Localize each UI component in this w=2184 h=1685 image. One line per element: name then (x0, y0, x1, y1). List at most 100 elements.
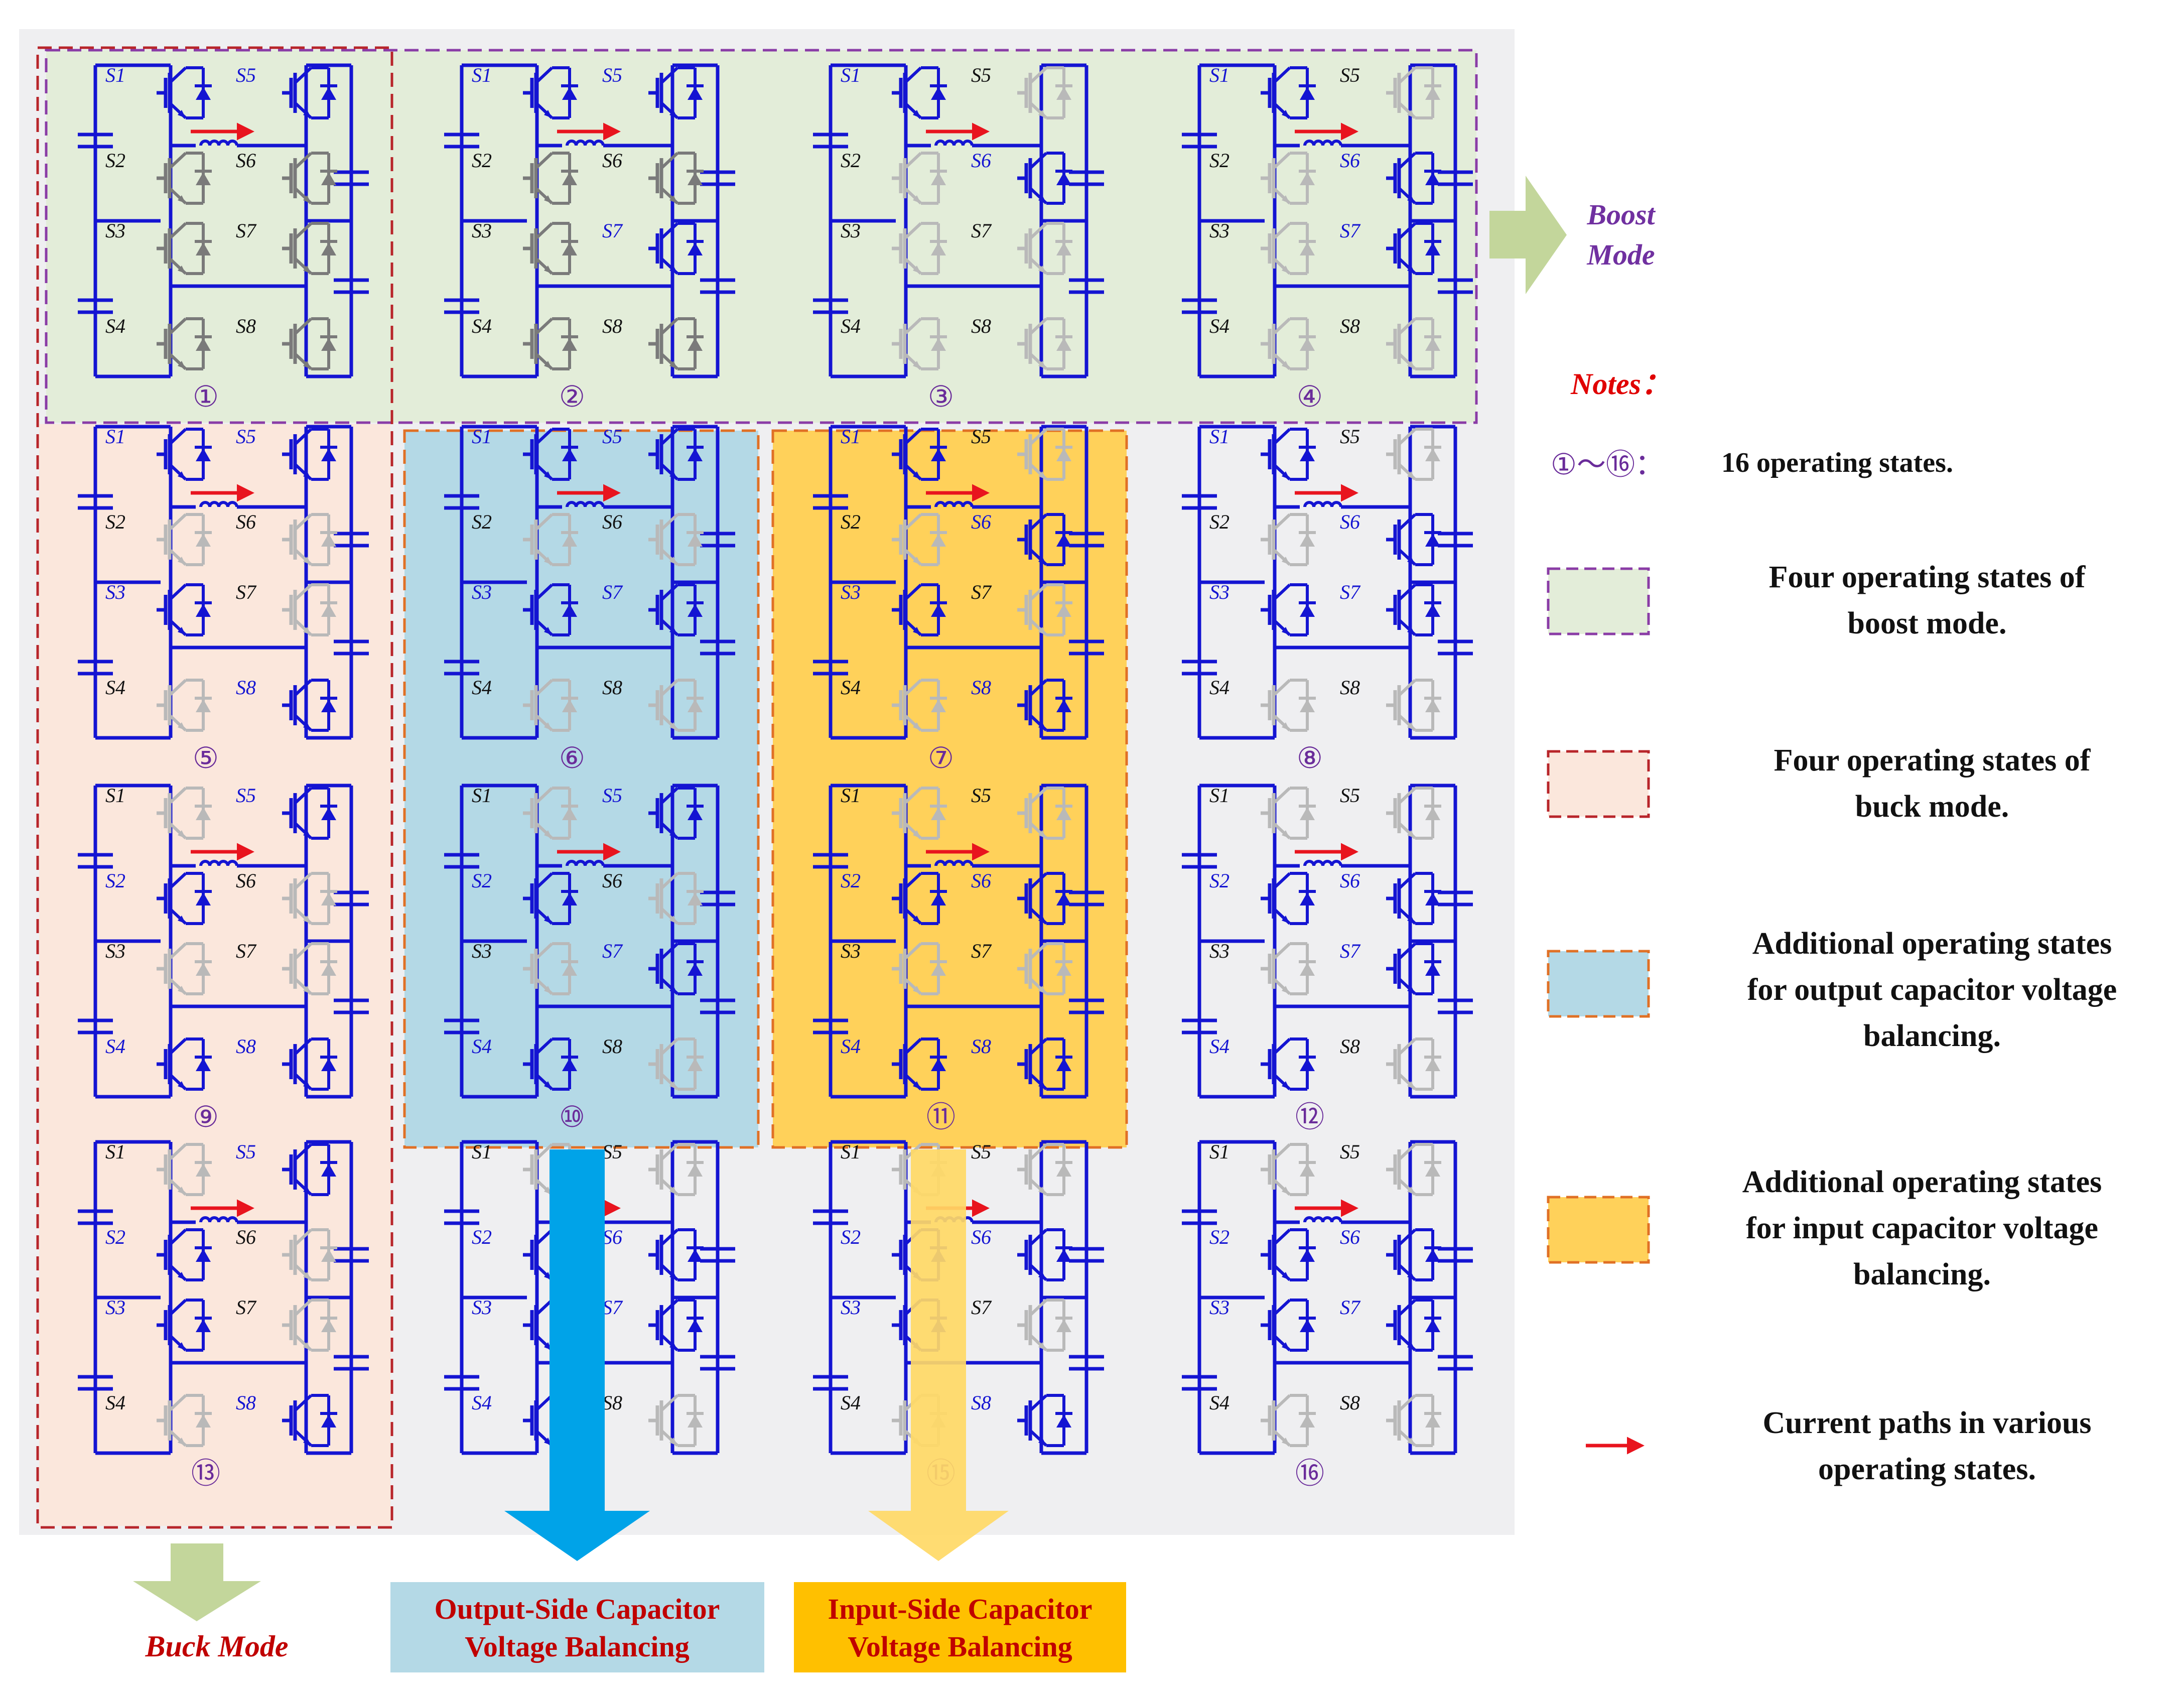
notes-title: Notes： (1570, 367, 1671, 401)
switch-label-s3: S3 (1209, 581, 1230, 603)
switch-label-s5: S5 (1340, 425, 1360, 448)
buck-mode-label: Buck Mode (145, 1630, 289, 1663)
switch-label-s3: S3 (472, 1296, 492, 1319)
switch-label-s7: S7 (236, 1296, 257, 1319)
switch-label-s7: S7 (971, 940, 992, 962)
switch-label-s4: S4 (472, 676, 492, 699)
switch-label-s3: S3 (105, 219, 125, 242)
switch-label-s5: S5 (971, 425, 991, 448)
switch-label-s7: S7 (236, 940, 257, 962)
state-number: ⑨ (193, 1100, 219, 1134)
switch-label-s5: S5 (602, 425, 622, 448)
switch-label-s5: S5 (1340, 64, 1360, 86)
input-side-label-line1: Input-Side Capacitor (828, 1593, 1093, 1625)
switch-label-s8: S8 (1340, 1035, 1360, 1058)
switch-label-s4: S4 (841, 315, 861, 337)
switch-label-s8: S8 (602, 1391, 622, 1414)
switch-label-s8: S8 (1340, 315, 1360, 337)
legend-range-text: 16 operating states. (1721, 447, 1953, 478)
switch-label-s8: S8 (971, 1391, 991, 1414)
switch-label-s8: S8 (971, 315, 991, 337)
switch-label-s4: S4 (841, 1391, 861, 1414)
switch-label-s4: S4 (1209, 676, 1230, 699)
switch-label-s6: S6 (1340, 510, 1360, 533)
switch-label-s1: S1 (472, 784, 492, 807)
switch-label-s4: S4 (841, 1035, 861, 1058)
switch-label-s3: S3 (105, 1296, 125, 1319)
switch-label-s3: S3 (1209, 940, 1230, 962)
legend-input-bal-swatch (1547, 1196, 1650, 1264)
switch-label-s6: S6 (602, 149, 622, 172)
state-number: ⑩ (559, 1100, 585, 1134)
states-layer: S1S2S3S4S5S6S7S8①S1S2S3S4S5S6S7S8②S1S2S3… (78, 63, 1473, 1490)
state-number: ⑧ (1297, 741, 1323, 775)
input-balancing-region (771, 429, 1128, 1149)
switch-label-s8: S8 (236, 676, 256, 699)
switch-label-s2: S2 (472, 149, 492, 172)
switch-label-s2: S2 (841, 510, 861, 533)
switch-label-s7: S7 (1340, 1296, 1361, 1319)
switch-label-s8: S8 (602, 1035, 622, 1058)
switch-label-s7: S7 (236, 581, 257, 603)
switch-label-s3: S3 (841, 581, 861, 603)
state-number: ⑥ (559, 741, 585, 775)
legend-range-symbol: ①～⑯： (1551, 447, 1664, 481)
switch-label-s6: S6 (971, 510, 991, 533)
state-number: ① (193, 379, 219, 414)
switch-label-s4: S4 (472, 315, 492, 337)
switch-label-s1: S1 (841, 64, 861, 86)
switch-label-s7: S7 (236, 219, 257, 242)
legend-output-bal-line3: balancing. (1863, 1019, 2001, 1053)
switch-label-s5: S5 (236, 784, 256, 807)
switch-label-s4: S4 (105, 1391, 125, 1414)
switch-label-s4: S4 (472, 1391, 492, 1414)
switch-label-s1: S1 (1209, 64, 1230, 86)
legend-buck-line1: Four operating states of (1774, 743, 2091, 777)
switch-label-s4: S4 (105, 315, 125, 337)
switch-label-s4: S4 (1209, 1391, 1230, 1414)
switch-label-s6: S6 (1340, 149, 1360, 172)
switch-label-s8: S8 (236, 1391, 256, 1414)
switch-label-s6: S6 (602, 510, 622, 533)
switch-label-s2: S2 (105, 510, 125, 533)
switch-label-s6: S6 (602, 869, 622, 892)
switch-label-s2: S2 (472, 1226, 492, 1248)
switch-label-s5: S5 (602, 784, 622, 807)
buck-region-fill (39, 424, 390, 1526)
switch-label-s6: S6 (971, 149, 991, 172)
legend-output-bal-swatch (1547, 950, 1650, 1018)
switch-label-s5: S5 (602, 64, 622, 86)
switch-label-s5: S5 (602, 1140, 622, 1163)
state-number: ⑤ (193, 741, 219, 775)
switch-label-s2: S2 (1209, 510, 1230, 533)
switch-label-s6: S6 (602, 1226, 622, 1248)
switch-label-s7: S7 (971, 1296, 992, 1319)
switch-label-s6: S6 (236, 869, 256, 892)
legend-boost-line1: Four operating states of (1769, 560, 2086, 594)
switch-label-s6: S6 (971, 1226, 991, 1248)
legend-current-line1: Current paths in various (1762, 1406, 2091, 1440)
legend-boost-line2: boost mode. (1848, 606, 2007, 640)
switch-label-s6: S6 (236, 149, 256, 172)
switch-label-s6: S6 (1340, 869, 1360, 892)
switch-label-s3: S3 (105, 940, 125, 962)
switch-label-s2: S2 (105, 869, 125, 892)
state-number: ⑯ (1295, 1456, 1324, 1490)
switch-label-s7: S7 (1340, 581, 1361, 603)
state-number: ⑫ (1295, 1100, 1324, 1134)
switch-label-s1: S1 (472, 1140, 492, 1163)
switch-label-s7: S7 (1340, 940, 1361, 962)
switch-label-s2: S2 (1209, 149, 1230, 172)
switch-label-s1: S1 (1209, 784, 1230, 807)
switch-label-s8: S8 (971, 1035, 991, 1058)
switch-label-s2: S2 (841, 1226, 861, 1248)
